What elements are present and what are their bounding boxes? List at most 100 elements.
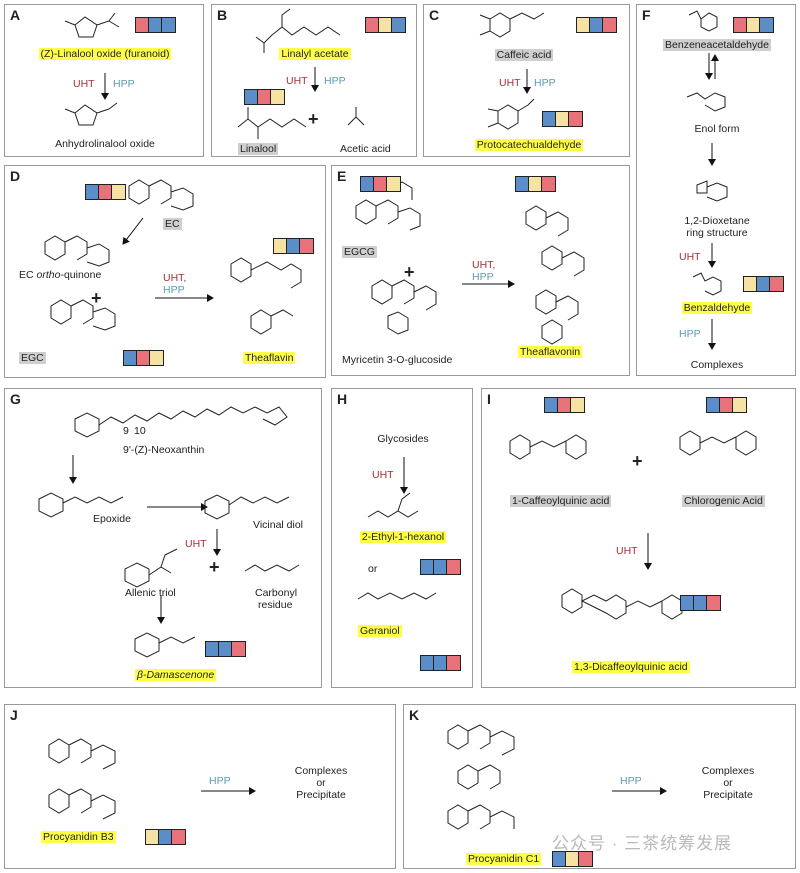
block — [124, 351, 137, 365]
compound-label: Myricetin 3-O-glucoside — [342, 354, 453, 366]
molecule-structure — [64, 12, 120, 126]
block — [300, 239, 313, 253]
block — [556, 112, 569, 126]
treatment-blocks — [743, 276, 784, 292]
block — [219, 642, 232, 656]
block — [566, 852, 579, 866]
molecule-structure — [38, 406, 300, 658]
watermark: 公众号 · 三茶统筹发展 — [552, 834, 733, 853]
block — [447, 560, 460, 574]
plus-sign: + — [209, 557, 220, 577]
treatment-blocks — [544, 397, 585, 413]
panel-label: K — [409, 707, 420, 723]
end-label: Complexes — [690, 359, 744, 371]
block — [146, 830, 159, 844]
block — [744, 277, 757, 291]
block — [366, 18, 379, 32]
product-label: Theaflavonin — [518, 346, 583, 358]
block — [545, 398, 558, 412]
panel-label: G — [10, 391, 21, 407]
block — [681, 596, 694, 610]
result-label: Precipitate — [703, 789, 753, 801]
block — [734, 18, 747, 32]
compound-label: Linalyl acetate — [279, 48, 351, 60]
compound-label: EGCG — [342, 246, 377, 258]
product-label: Geraniol — [358, 625, 402, 637]
intermediate-label: 1,2-Dioxetane — [684, 215, 750, 227]
compound-label: 1-Caffeoylquinic acid — [510, 495, 612, 507]
block — [112, 185, 125, 199]
molecule-structure — [509, 430, 757, 620]
plus-sign: + — [632, 451, 643, 471]
block — [150, 351, 163, 365]
compound-label: (Z)-Linalool oxide (furanoid) — [38, 48, 172, 60]
uht-label: UHT, — [163, 272, 187, 284]
block — [245, 90, 258, 104]
block — [258, 90, 271, 104]
block — [172, 830, 185, 844]
panel-f: F Benzeneacetaldehyde Enol form 1,2-Diox… — [636, 4, 796, 376]
plus-sign: + — [91, 288, 102, 308]
panel-label: I — [487, 391, 491, 407]
uht-label: UHT, — [472, 259, 496, 271]
panel-j: J HPP Complexes or Precipitate Procyanid… — [4, 704, 396, 869]
block — [553, 852, 566, 866]
panel-b: B Linalyl acetate UHT HPP + Linalool Ace… — [211, 4, 417, 157]
panel-k: K HPP Complexes or Precipitate Procyanid… — [403, 704, 796, 869]
panel-label: H — [337, 391, 348, 407]
block — [379, 18, 392, 32]
panel-h: H Glycosides UHT 2-Ethyl-1-hexanol or Ge… — [331, 388, 473, 688]
molecule-structure — [44, 179, 302, 335]
product-label: Theaflavin — [243, 352, 296, 364]
uht-label: UHT — [499, 77, 521, 89]
block — [232, 642, 245, 656]
hpp-label: HPP — [324, 75, 346, 87]
intermediate-label: Epoxide — [93, 513, 131, 525]
panel-label: J — [10, 707, 18, 723]
panel-label: E — [337, 168, 347, 184]
block — [271, 90, 284, 104]
block — [86, 185, 99, 199]
result-label: Complexes — [701, 765, 755, 777]
uht-label: UHT — [185, 538, 207, 550]
block — [206, 642, 219, 656]
block — [434, 560, 447, 574]
block — [392, 18, 405, 32]
treatment-blocks — [576, 17, 617, 33]
block — [159, 830, 172, 844]
block — [579, 852, 592, 866]
intermediate-label: Enol form — [694, 123, 740, 135]
panel-label: C — [429, 7, 440, 23]
block — [374, 177, 387, 191]
treatment-blocks — [205, 641, 246, 657]
block — [287, 239, 300, 253]
uht-label: UHT — [679, 251, 701, 263]
intermediate-label: EC ortho-quinone — [19, 269, 102, 281]
molecule-structure — [355, 181, 585, 345]
block — [707, 398, 720, 412]
result-label: Precipitate — [296, 789, 346, 801]
treatment-blocks — [85, 184, 126, 200]
hpp-label: HPP — [472, 271, 494, 283]
treatment-blocks — [680, 595, 721, 611]
block — [571, 398, 584, 412]
block — [558, 398, 571, 412]
panel-g: G 9 10 9'-(Z)-Neoxanthin Epoxide Vicinal… — [4, 388, 322, 688]
treatment-blocks — [365, 17, 406, 33]
block — [733, 398, 746, 412]
block — [603, 18, 616, 32]
product-label: Benzaldehyde — [681, 302, 753, 314]
plus-sign: + — [308, 109, 319, 129]
uht-label: UHT — [73, 78, 95, 90]
carbon-number: 9 — [123, 425, 129, 437]
block — [694, 596, 707, 610]
treatment-blocks — [706, 397, 747, 413]
block — [707, 596, 720, 610]
treatment-blocks — [145, 829, 186, 845]
intermediate-label: ring structure — [686, 227, 748, 239]
panel-i: I + 1-Caffeoylquinic acid Chlorogenic Ac… — [481, 388, 796, 688]
molecule-structure — [479, 12, 545, 130]
molecule-structure — [447, 724, 667, 830]
block — [99, 185, 112, 199]
block — [590, 18, 603, 32]
